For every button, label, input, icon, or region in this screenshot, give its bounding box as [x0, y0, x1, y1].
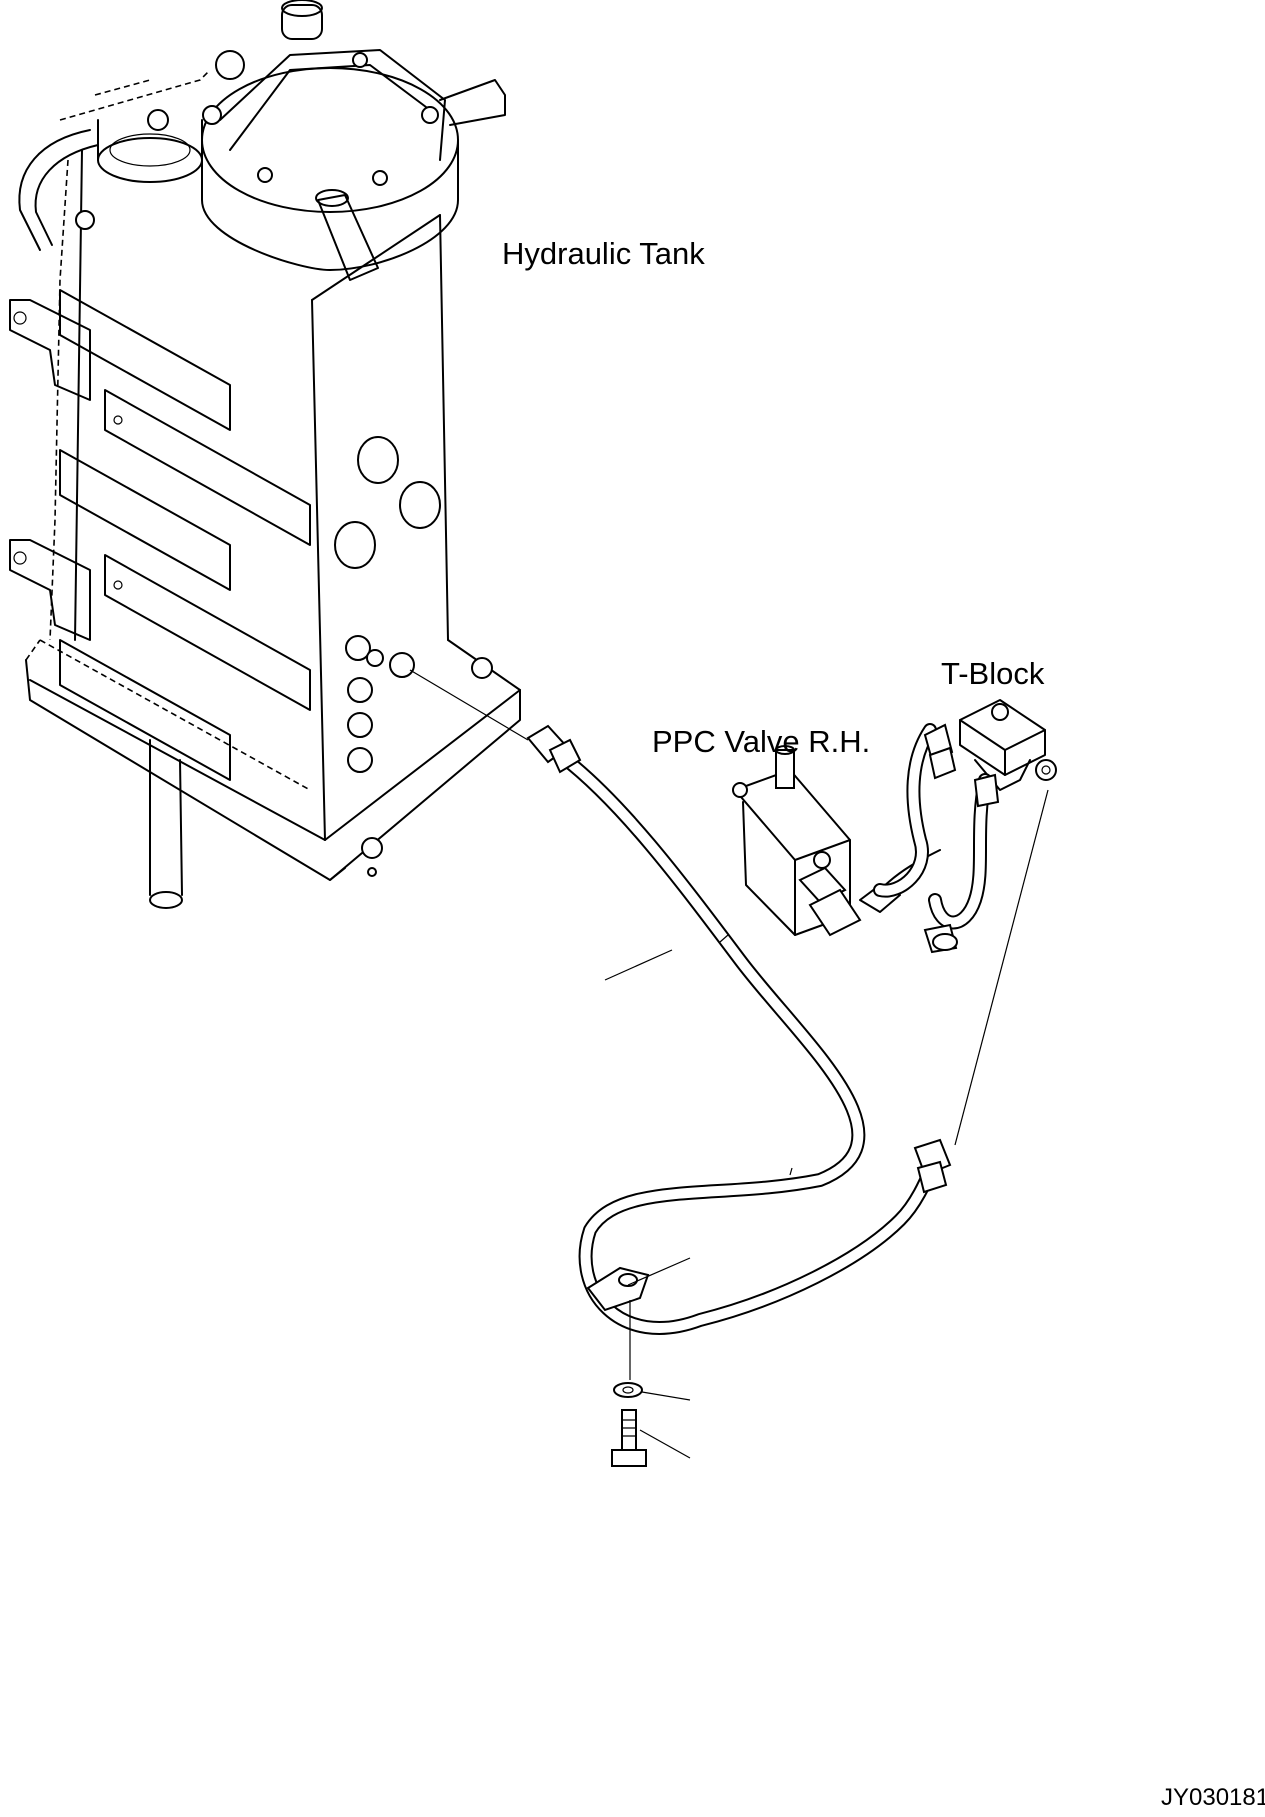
t-block-label: T-Block — [941, 656, 1045, 691]
tank-ports — [334, 436, 441, 773]
t-block — [873, 699, 1057, 954]
return-hose — [526, 724, 952, 1335]
tank-brackets — [9, 289, 311, 781]
ppc-valve — [732, 745, 941, 937]
ppc-valve-label: PPC Valve R.H. — [652, 724, 871, 759]
bolt — [611, 1409, 647, 1467]
washer — [613, 1382, 643, 1398]
drawing-code: JY030181 — [1161, 1784, 1265, 1811]
hydraulic-tank — [9, 0, 521, 909]
hydraulic-tank-label: Hydraulic Tank — [502, 236, 705, 271]
